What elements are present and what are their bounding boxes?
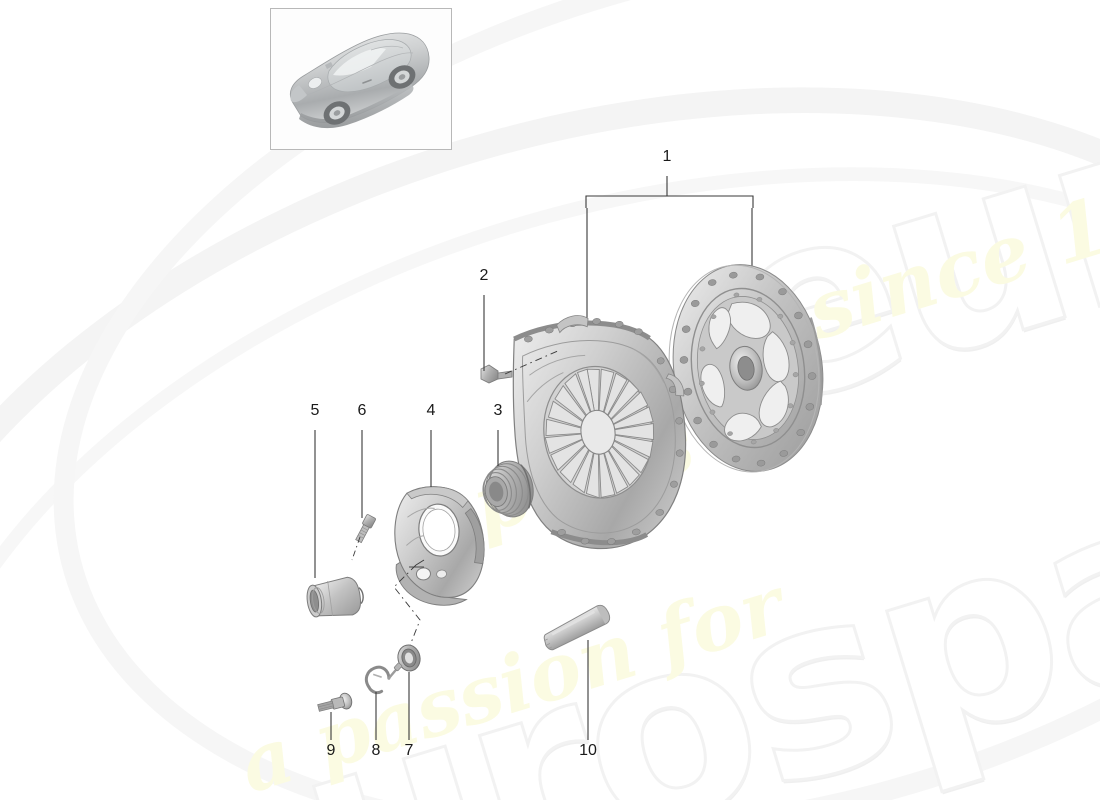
assembly-dash-line-fork xyxy=(393,559,425,649)
callout-number-3[interactable]: 3 xyxy=(493,402,503,419)
callout-number-5[interactable]: 5 xyxy=(310,402,320,419)
callout-number-7[interactable]: 7 xyxy=(404,742,414,759)
guide-sleeve-part[interactable] xyxy=(305,575,366,620)
grease-tube-10-part[interactable] xyxy=(541,603,613,653)
clutch-release-fork-part[interactable] xyxy=(388,482,490,610)
callout-number-10[interactable]: 10 xyxy=(579,742,597,759)
bolt-2-part[interactable] xyxy=(480,364,513,384)
flywheel-part[interactable] xyxy=(655,254,838,483)
vehicle-thumbnail[interactable] xyxy=(270,8,452,150)
callout-number-8[interactable]: 8 xyxy=(371,742,381,759)
pivot-stud-9-part[interactable] xyxy=(317,692,354,716)
callout-number-1[interactable]: 1 xyxy=(662,148,672,165)
clutch-release-bearing-part[interactable] xyxy=(479,458,538,522)
callout-number-6[interactable]: 6 xyxy=(357,402,367,419)
bolt-6-part[interactable] xyxy=(354,514,376,544)
vehicle-illustration-icon xyxy=(289,32,430,129)
callout-number-4[interactable]: 4 xyxy=(426,402,436,419)
clutch-pressure-plate-part[interactable] xyxy=(499,302,704,559)
assembly-dash-line-2 xyxy=(504,349,561,375)
retaining-clip-8-part[interactable] xyxy=(364,662,406,695)
bushing-7-part[interactable] xyxy=(396,643,423,673)
callout-number-9[interactable]: 9 xyxy=(326,742,336,759)
callout-number-2[interactable]: 2 xyxy=(479,267,489,284)
callout-leader-lines xyxy=(314,295,589,740)
assembly-dash-line-6 xyxy=(351,536,361,561)
